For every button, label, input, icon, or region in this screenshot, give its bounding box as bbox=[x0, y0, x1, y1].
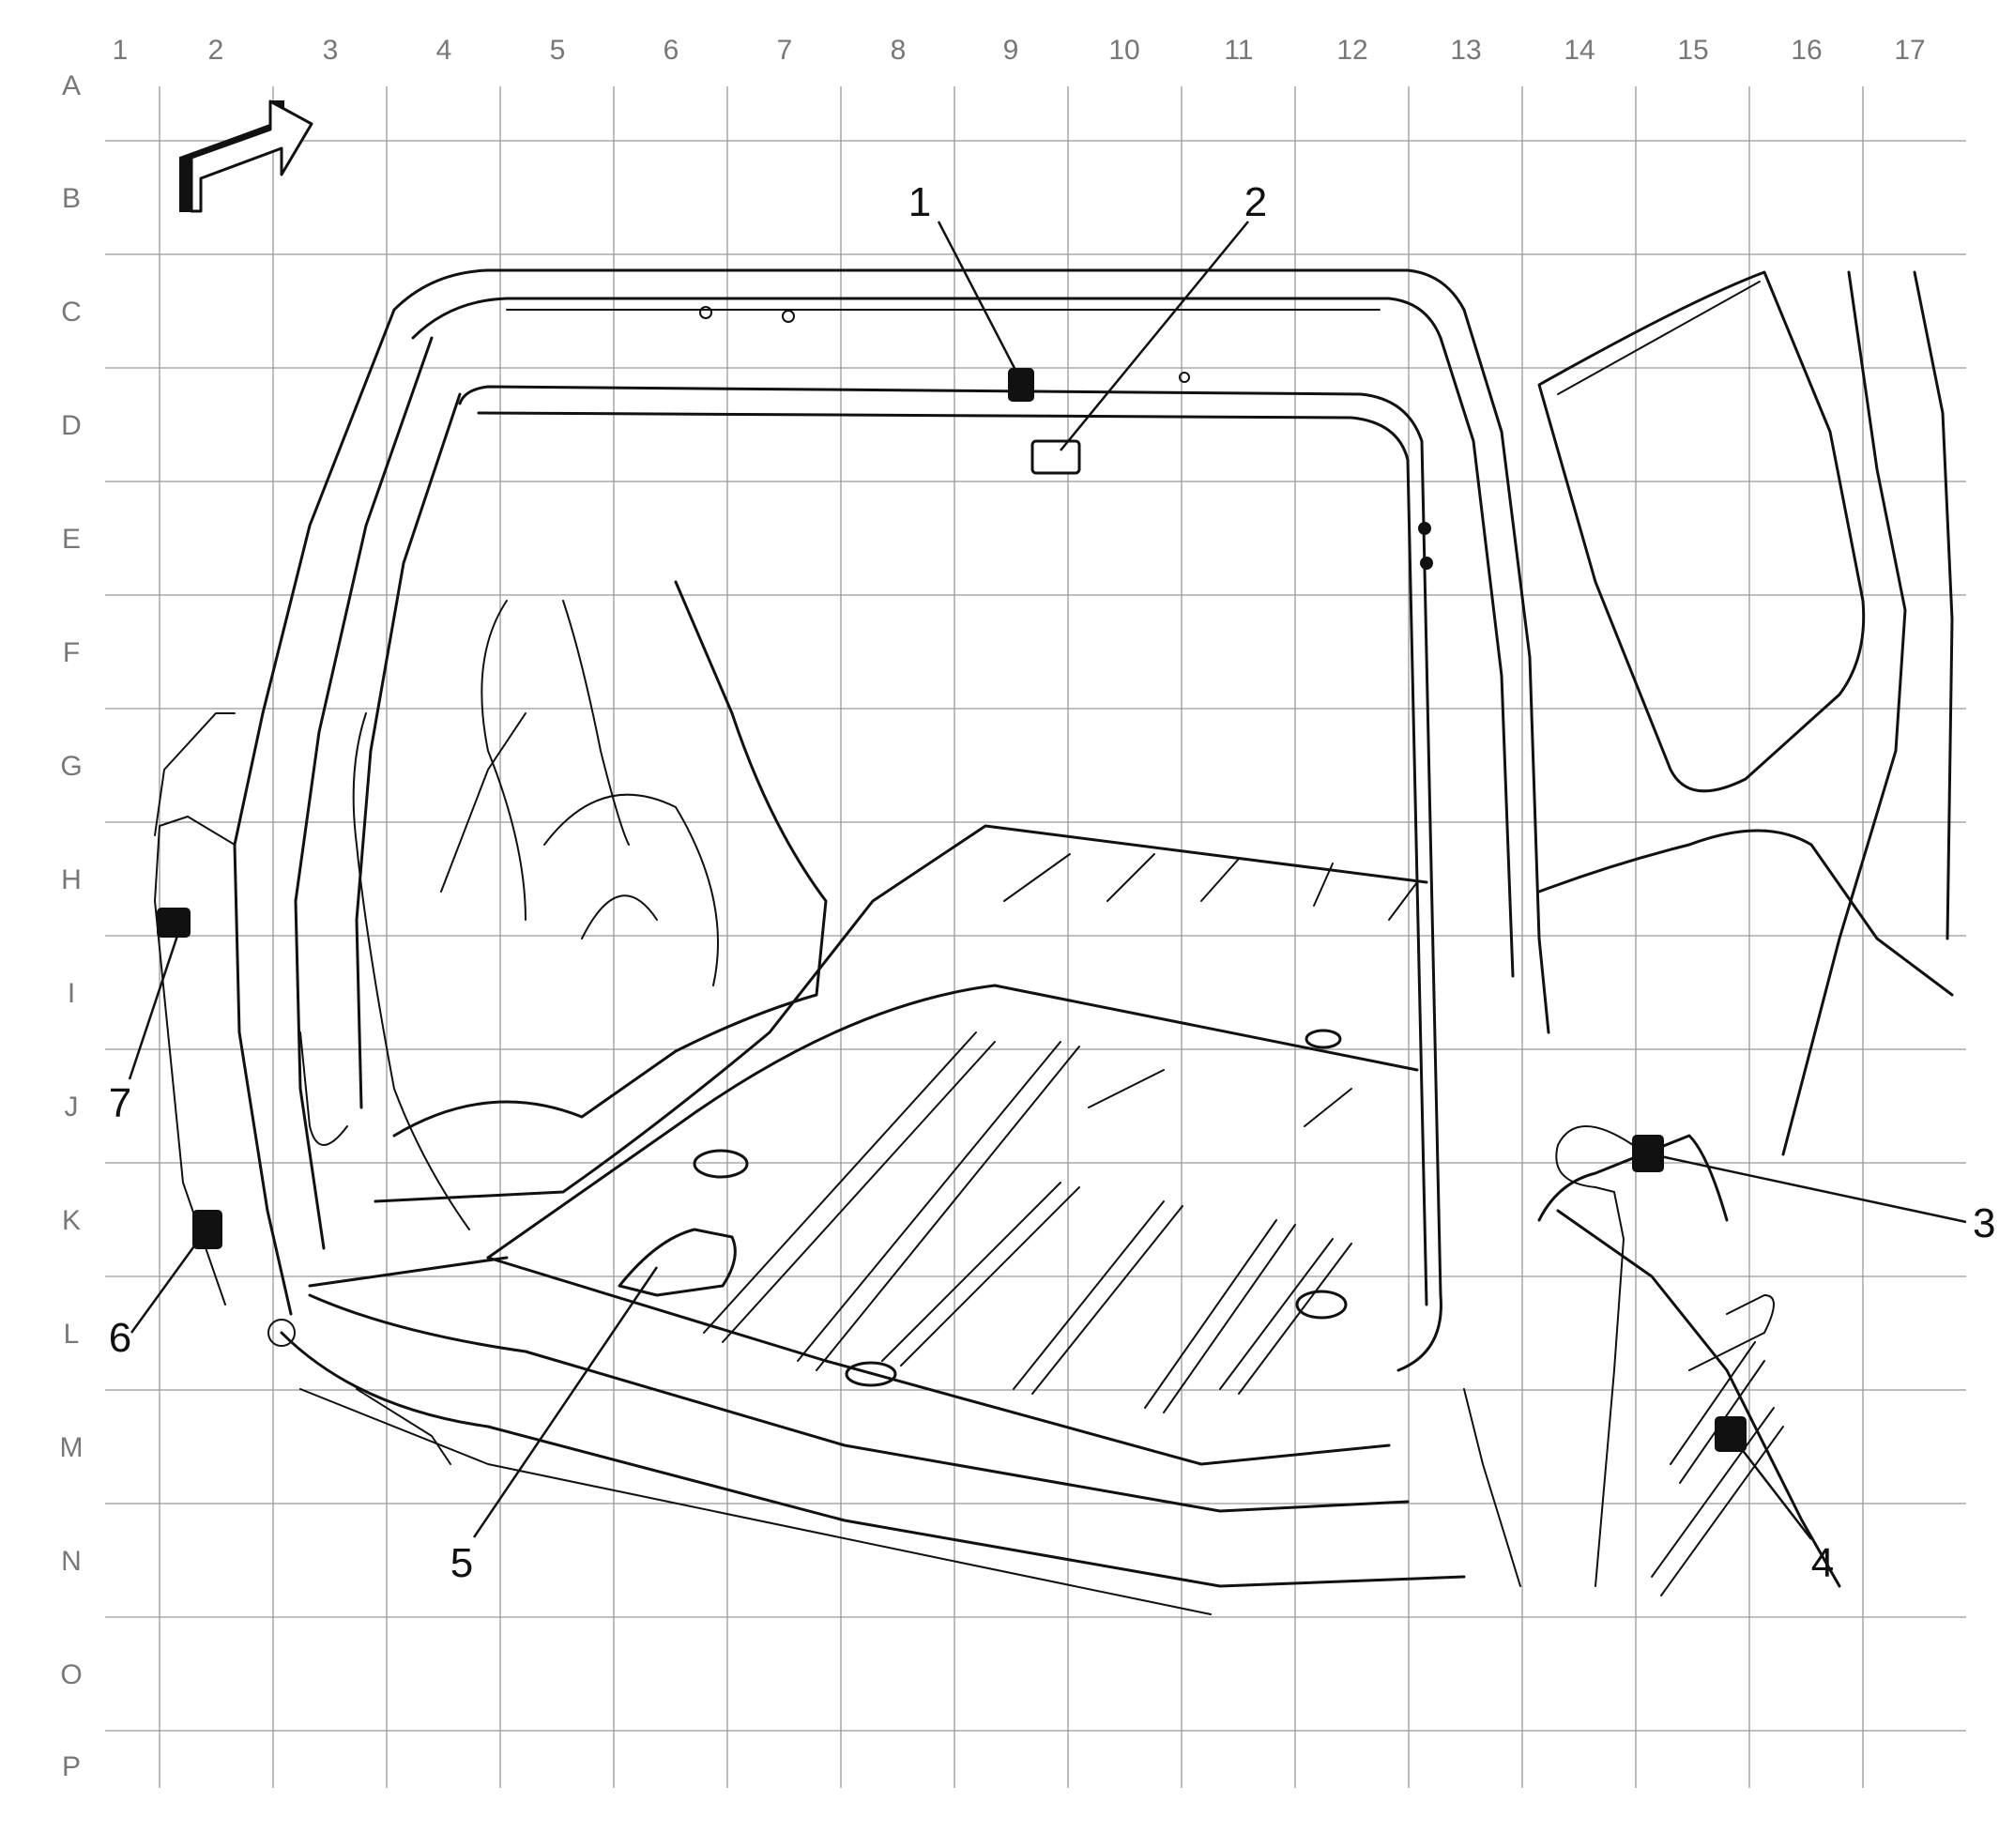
col-label: 4 bbox=[436, 35, 452, 66]
connector-1 bbox=[1008, 368, 1034, 402]
column-labels: 1 2 3 4 5 6 7 8 9 10 11 12 13 14 15 16 1… bbox=[113, 35, 1926, 66]
row-label: A bbox=[62, 70, 81, 101]
col-label: 17 bbox=[1894, 35, 1925, 66]
front-direction-arrow-icon bbox=[179, 99, 313, 213]
callout-leaders bbox=[128, 221, 1967, 1540]
col-label: 2 bbox=[208, 35, 224, 66]
leader-4 bbox=[1731, 1435, 1812, 1540]
row-label: B bbox=[62, 183, 81, 214]
row-label: E bbox=[62, 524, 81, 555]
row-label: F bbox=[63, 637, 80, 668]
callout-7: 7 bbox=[109, 1080, 131, 1126]
row-label: G bbox=[60, 751, 82, 782]
connector-2 bbox=[1030, 439, 1081, 475]
col-label: 12 bbox=[1336, 35, 1367, 66]
row-label: C bbox=[61, 297, 82, 328]
row-label: L bbox=[64, 1319, 80, 1350]
callout-labels: 1 2 3 4 5 6 7 bbox=[109, 179, 1996, 1586]
leader-5 bbox=[472, 1266, 659, 1538]
callout-5: 5 bbox=[450, 1540, 473, 1586]
col-label: 1 bbox=[113, 35, 129, 66]
col-label: 16 bbox=[1791, 35, 1822, 66]
row-label: H bbox=[61, 864, 82, 895]
col-label: 14 bbox=[1564, 35, 1595, 66]
leader-7 bbox=[128, 932, 180, 1080]
col-label: 9 bbox=[1003, 35, 1019, 66]
connector-7 bbox=[157, 908, 191, 938]
row-labels: A B C D E F G H I J K L M N O P bbox=[60, 70, 84, 1782]
callout-4: 4 bbox=[1811, 1540, 1834, 1586]
row-label: M bbox=[60, 1432, 84, 1463]
row-label: I bbox=[68, 978, 75, 1009]
row-label: N bbox=[61, 1546, 82, 1577]
col-label: 5 bbox=[550, 35, 566, 66]
leader-1 bbox=[937, 221, 1020, 376]
leader-3 bbox=[1651, 1153, 1967, 1224]
callout-3: 3 bbox=[1973, 1200, 1995, 1246]
row-label: J bbox=[65, 1092, 79, 1123]
row-label: O bbox=[60, 1659, 82, 1690]
callout-2: 2 bbox=[1244, 179, 1267, 225]
col-label: 13 bbox=[1450, 35, 1481, 66]
vehicle-rear-body-illustration bbox=[154, 268, 1954, 1615]
leader-6 bbox=[130, 1236, 203, 1334]
col-label: 11 bbox=[1224, 35, 1253, 66]
row-label: P bbox=[62, 1751, 81, 1782]
col-label: 3 bbox=[323, 35, 339, 66]
connector-4 bbox=[1715, 1416, 1747, 1452]
connector-3 bbox=[1632, 1135, 1664, 1172]
leader-2 bbox=[1060, 221, 1249, 451]
row-label: D bbox=[61, 410, 82, 441]
callout-6: 6 bbox=[109, 1315, 131, 1361]
col-label: 7 bbox=[777, 35, 793, 66]
col-label: 10 bbox=[1108, 35, 1139, 66]
callout-1: 1 bbox=[908, 179, 931, 225]
col-label: 15 bbox=[1677, 35, 1708, 66]
col-label: 6 bbox=[664, 35, 679, 66]
row-label: K bbox=[62, 1205, 81, 1236]
col-label: 8 bbox=[891, 35, 907, 66]
